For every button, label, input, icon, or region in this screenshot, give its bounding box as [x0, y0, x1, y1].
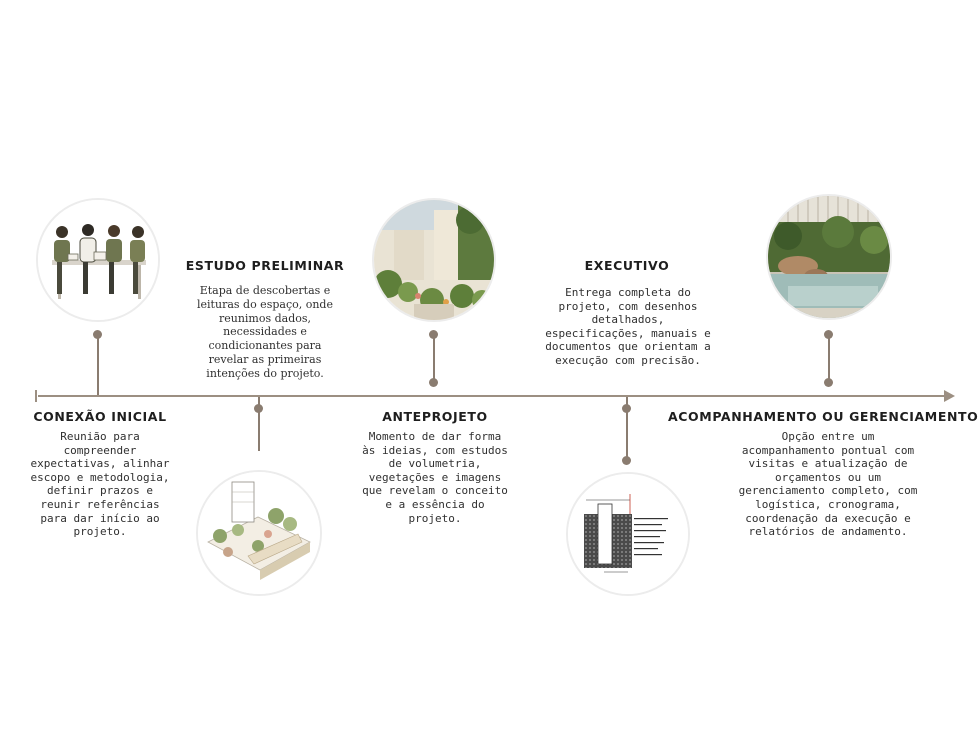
- garden-render-photo-icon: [374, 200, 494, 320]
- acompanhamento-text: Opção entre um acompanhamento pontual co…: [738, 430, 918, 539]
- anteprojeto-text: Momento de dar forma às ideias, com estu…: [360, 430, 510, 525]
- anteprojeto-stem: [433, 334, 435, 384]
- timeline-start-tick: [35, 390, 37, 402]
- acompanhamento-title: ACOMPANHAMENTO OU GERENCIAMENTO: [668, 409, 956, 424]
- conexao-title: CONEXÃO INICIAL: [20, 409, 180, 424]
- team-meeting-illustration-icon: [38, 200, 158, 320]
- conexao-text: Reunião para compreender expectativas, a…: [28, 430, 172, 539]
- estudo-image: [196, 470, 322, 596]
- estudo-title: ESTUDO PRELIMINAR: [180, 258, 350, 273]
- conexao-stem: [97, 334, 99, 395]
- estudo-text: Etapa de descobertas e leituras do espaç…: [192, 284, 338, 381]
- executivo-dot-lower: [622, 456, 631, 465]
- conexao-image: [36, 198, 160, 322]
- anteprojeto-image: [372, 198, 496, 322]
- executivo-text: Entrega completa do projeto, com desenho…: [545, 286, 711, 368]
- executivo-image: [566, 472, 690, 596]
- executivo-title: EXECUTIVO: [547, 258, 707, 273]
- acompanhamento-dot-lower: [824, 378, 833, 387]
- pool-garden-photo-icon: [768, 196, 890, 318]
- acompanhamento-image: [766, 194, 892, 320]
- anteprojeto-title: ANTEPROJETO: [355, 409, 515, 424]
- estudo-dot: [254, 404, 263, 413]
- anteprojeto-dot-lower: [429, 378, 438, 387]
- acompanhamento-stem: [828, 334, 830, 384]
- timeline-arrow-icon: [944, 390, 955, 402]
- executivo-dot: [622, 404, 631, 413]
- timeline-axis: [38, 395, 946, 397]
- garden-axonometric-sketch-icon: [198, 472, 320, 594]
- technical-section-drawing-icon: [568, 474, 688, 594]
